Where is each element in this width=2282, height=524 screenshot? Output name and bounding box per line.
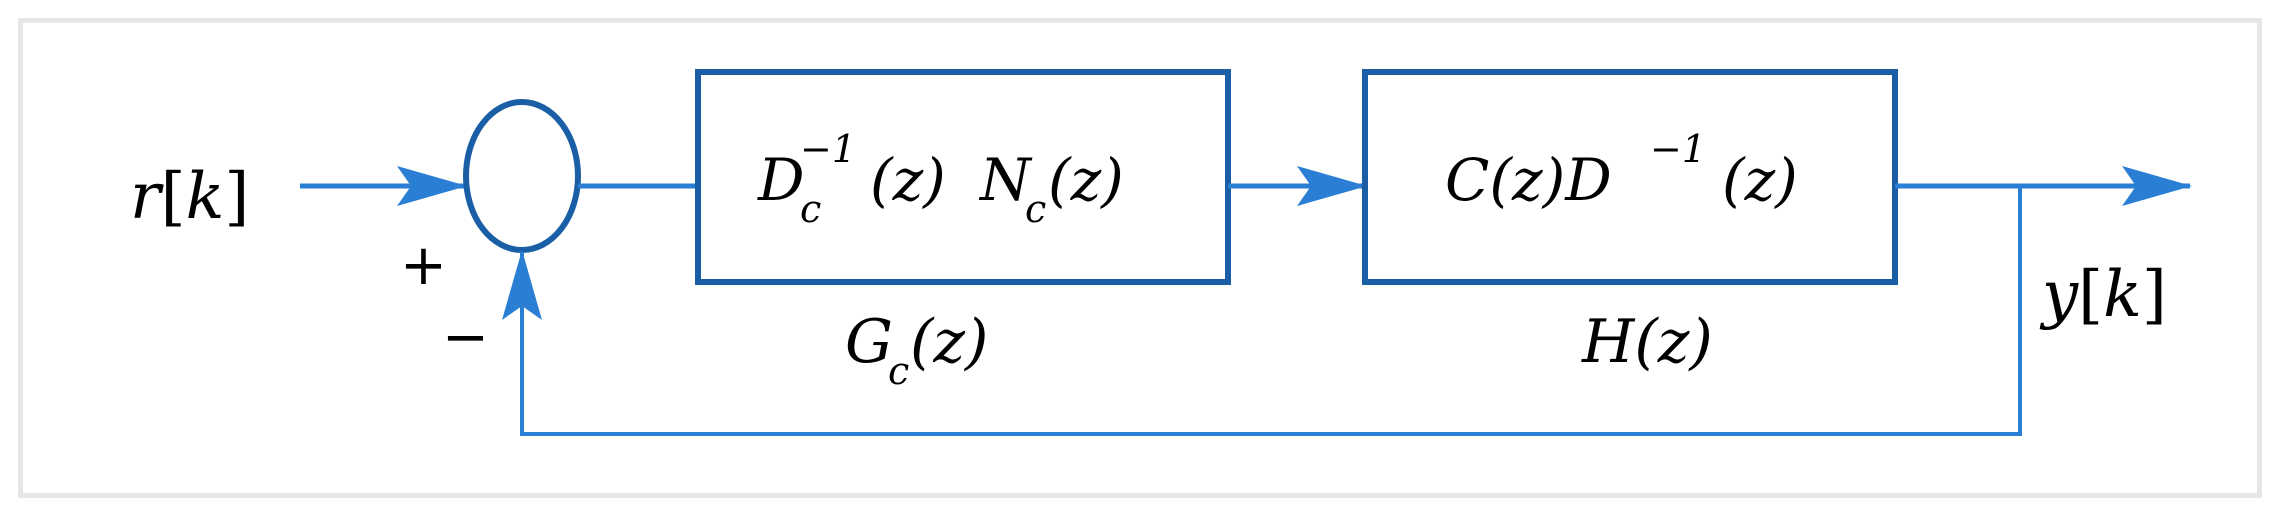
feedback-path	[502, 186, 2022, 436]
svg-text:D: D	[757, 146, 805, 214]
svg-text:(z): (z)	[1048, 146, 1124, 214]
controller-block	[695, 69, 1231, 285]
svg-text:c: c	[800, 187, 821, 231]
svg-text:G: G	[845, 307, 893, 377]
svg-text:c: c	[1025, 187, 1046, 231]
controller-expression: D −1 c (z) N c (z)	[757, 127, 1124, 231]
svg-text:N: N	[978, 146, 1033, 214]
svg-text:(z): (z)	[1722, 146, 1798, 214]
svg-text:(z): (z)	[870, 146, 946, 214]
output-signal-label: y[k]	[2039, 258, 2167, 332]
minus-sign: −	[442, 305, 489, 370]
summing-junction	[463, 99, 581, 253]
plant-block	[1362, 69, 1898, 285]
svg-text:−1: −1	[800, 127, 856, 171]
plant-label: H(z)	[1581, 307, 1713, 377]
input-signal-label: r[k]	[130, 160, 249, 234]
svg-text:−1: −1	[1650, 127, 1706, 171]
svg-text:(z): (z)	[910, 307, 988, 377]
plus-sign: +	[400, 233, 447, 298]
svg-text:c: c	[888, 349, 909, 393]
plant-expression: C(z)D −1 (z)	[1445, 127, 1798, 214]
controller-label: G c (z)	[845, 307, 988, 393]
svg-text:C(z)D: C(z)D	[1445, 146, 1612, 214]
